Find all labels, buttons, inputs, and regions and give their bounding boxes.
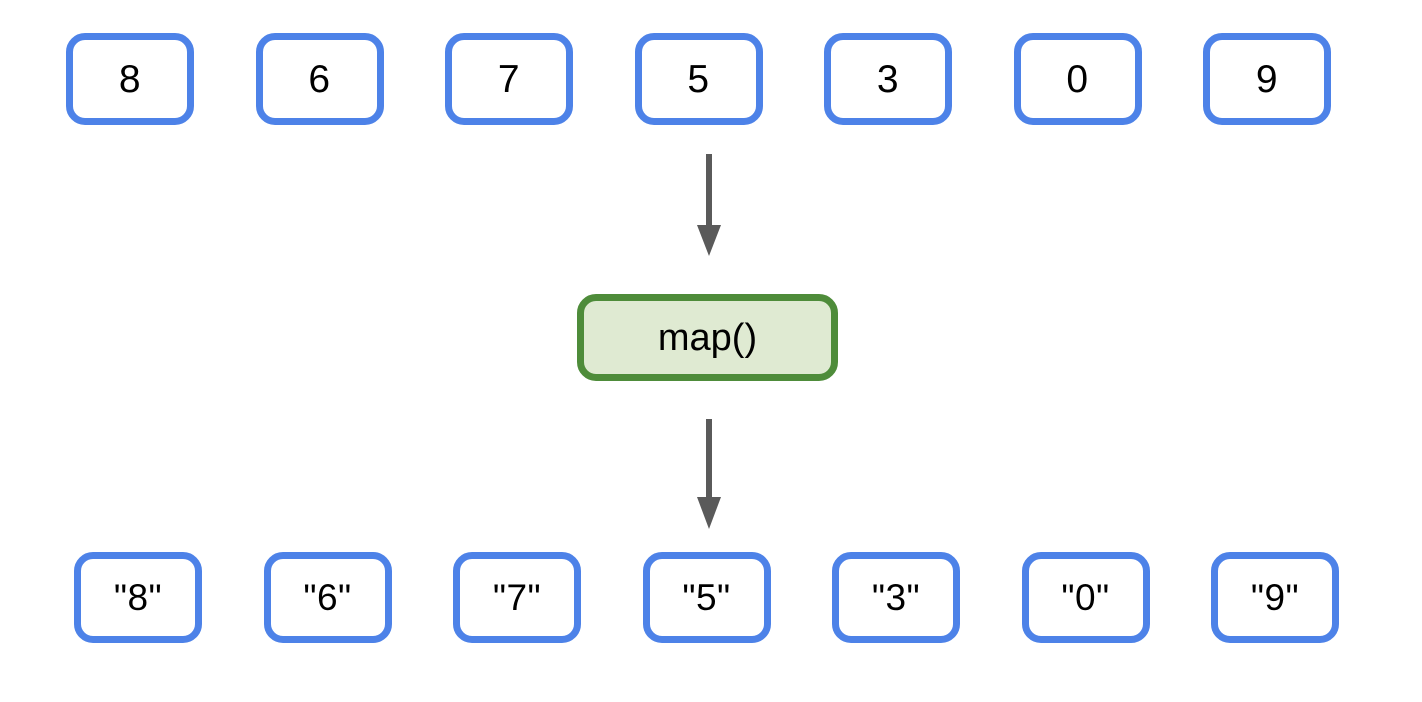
output-value-node-label: "8" [113,577,163,618]
input-value-node-label: 3 [876,57,900,101]
output-value-node-1[interactable]: "6" [263,552,392,643]
output-value-node-label: "9" [1250,577,1300,618]
input-value-row: 8 6 7 5 3 0 9 [0,33,1422,125]
output-value-node-5[interactable]: "0" [1021,552,1150,643]
output-value-node-label: "0" [1061,577,1110,618]
input-value-node-label: 8 [118,57,142,101]
output-value-node-3[interactable]: "5" [642,552,771,643]
input-value-node-6[interactable]: 9 [1203,33,1331,125]
output-value-row: "8" "6" "7" "5" "3" "0" "9" [0,552,1422,643]
input-value-node-label: 6 [308,57,331,101]
input-value-node-label: 7 [497,57,521,101]
output-value-node-0[interactable]: "8" [74,552,202,643]
input-value-node-2[interactable]: 7 [445,33,573,125]
output-value-node-6[interactable]: "9" [1211,552,1339,643]
output-value-node-label: "5" [682,577,731,618]
operation-node-map[interactable]: map() [577,294,838,381]
input-value-node-4[interactable]: 3 [824,33,952,125]
output-value-node-label: "3" [871,577,921,618]
input-value-node-5[interactable]: 0 [1013,33,1142,125]
output-value-node-label: "7" [492,577,542,618]
operation-label: map() [657,316,758,359]
arrow-input-to-operation-icon [688,152,730,258]
output-value-node-4[interactable]: "3" [832,552,960,643]
arrow-operation-to-output-icon [688,417,730,531]
input-value-node-label: 9 [1255,57,1279,101]
input-value-node-label: 0 [1066,57,1089,101]
input-value-node-1[interactable]: 6 [255,33,384,125]
input-value-node-0[interactable]: 8 [66,33,194,125]
input-value-node-label: 5 [687,57,710,101]
output-value-node-2[interactable]: "7" [453,552,581,643]
output-value-node-label: "6" [303,577,352,618]
input-value-node-3[interactable]: 5 [634,33,763,125]
